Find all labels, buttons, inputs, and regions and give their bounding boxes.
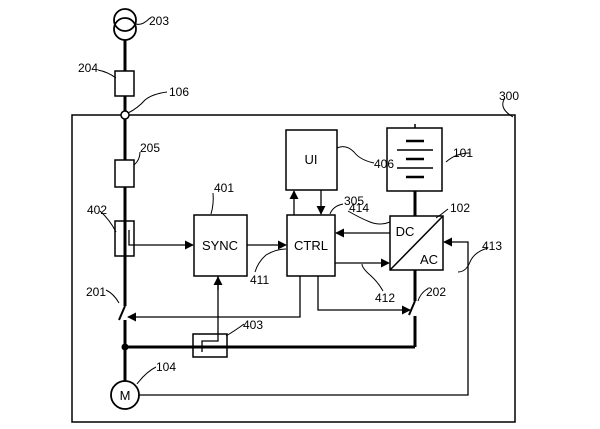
- inverter-102: [389, 215, 444, 271]
- ac-label: AC: [420, 252, 438, 267]
- connection-node-106: [120, 110, 130, 120]
- ref-402: 402: [87, 203, 107, 217]
- system-boundary: [71, 114, 516, 423]
- sync-label: SYNC: [202, 238, 238, 253]
- voltage-sensor-402: [114, 220, 142, 257]
- junction-dot: [121, 343, 129, 351]
- ref-204: 204: [78, 61, 98, 75]
- ref-202: 202: [426, 285, 446, 299]
- ref-205: 205: [140, 141, 160, 155]
- ref-300: 300: [499, 89, 519, 103]
- ref-106: 106: [169, 85, 189, 99]
- current-sensor-403: [192, 276, 228, 358]
- ctrl-label: CTRL: [294, 238, 328, 253]
- motor-label: M: [120, 388, 131, 403]
- ref-305: 305: [344, 194, 364, 208]
- breaker-205: [114, 159, 135, 188]
- ref-406: 406: [374, 157, 394, 171]
- ref-413: 413: [482, 239, 502, 253]
- ref-104: 104: [156, 360, 176, 374]
- ref-412: 412: [375, 291, 395, 305]
- grid-transformer-symbol: [113, 8, 137, 41]
- dc-label: DC: [396, 224, 415, 239]
- ref-414: 414: [349, 201, 369, 215]
- ref-102: 102: [450, 201, 470, 215]
- leader-lines: [97, 17, 514, 385]
- ref-203: 203: [149, 14, 169, 28]
- ref-101: 101: [453, 146, 473, 160]
- ref-401: 401: [214, 181, 234, 195]
- signal-lines: [127, 190, 469, 396]
- breaker-204: [114, 70, 135, 97]
- sync-block: [193, 214, 248, 277]
- ref-201: 201: [86, 285, 106, 299]
- ui-label: UI: [305, 152, 318, 167]
- ref-403: 403: [243, 318, 263, 332]
- ref-411: 411: [250, 273, 269, 287]
- ui-block: [285, 129, 338, 191]
- battery-101: [386, 124, 443, 216]
- ctrl-block: [286, 214, 336, 277]
- switch-202: [408, 270, 417, 347]
- switch-201: [118, 305, 126, 321]
